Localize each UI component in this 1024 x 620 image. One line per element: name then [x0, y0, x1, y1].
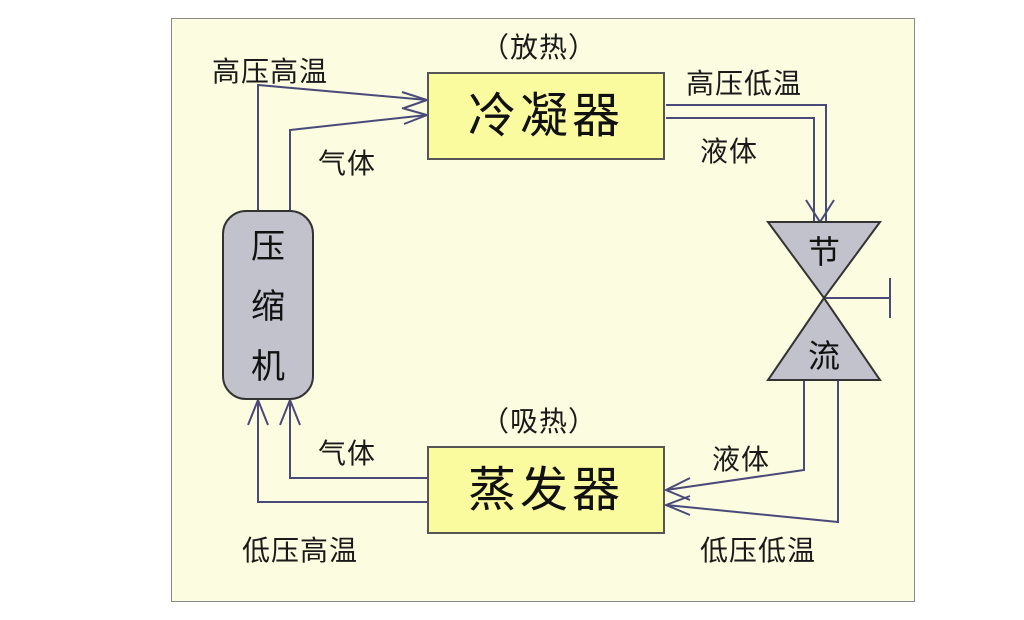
condenser-label: 冷凝器 [467, 88, 624, 144]
valve-to-evaporator-outer-line [665, 380, 839, 524]
label-high-pressure-low-temp: 高压低温 [686, 67, 803, 100]
condenser-box: 冷凝器 [427, 72, 665, 160]
evaporator-box: 蒸发器 [427, 446, 665, 534]
label-liquid-top: 液体 [700, 135, 759, 168]
compressor-to-condenser-inner-line [289, 114, 428, 210]
label-liquid-bottom: 液体 [712, 443, 771, 476]
valve-top-char: 节 [808, 233, 841, 271]
evaporator-label: 蒸发器 [467, 462, 624, 518]
condenser-note: （放热） [481, 31, 598, 64]
evaporator-note: （吸热） [481, 405, 598, 438]
valve-to-evaporator-inner-line [665, 380, 805, 491]
compressor-char-3: 机 [251, 347, 285, 387]
compressor-char-2: 缩 [251, 287, 285, 327]
compressor-to-condenser-outer-line [257, 83, 428, 210]
label-gas-bottom: 气体 [318, 437, 377, 470]
valve-bottom-char: 流 [808, 337, 841, 375]
evaporator-inlet-arrowhead [663, 477, 691, 501]
label-low-pressure-high-temp: 低压高温 [242, 534, 359, 567]
condenser-to-valve-outer-line [666, 104, 827, 222]
evaporator-inlet-arrowhead-2 [663, 495, 691, 516]
compressor-inlet-arrowhead [247, 397, 269, 426]
compressor-inlet-arrowhead-2 [279, 397, 301, 426]
label-high-pressure-high-temp: 高压高温 [212, 55, 329, 88]
valve-inlet-arrowhead [805, 199, 835, 224]
label-low-pressure-low-temp: 低压低温 [700, 534, 817, 567]
evaporator-to-compressor-outer-line [257, 400, 427, 503]
throttle-valve-bottom-triangle [766, 296, 882, 381]
compressor-char-1: 压 [251, 227, 285, 267]
evaporator-to-compressor-inner-line [289, 400, 427, 479]
condenser-to-valve-inner-line [666, 117, 815, 222]
compressor-shape: 压 缩 机 [222, 210, 314, 400]
throttle-valve-top-triangle [766, 221, 882, 300]
label-gas-top: 气体 [318, 147, 377, 180]
